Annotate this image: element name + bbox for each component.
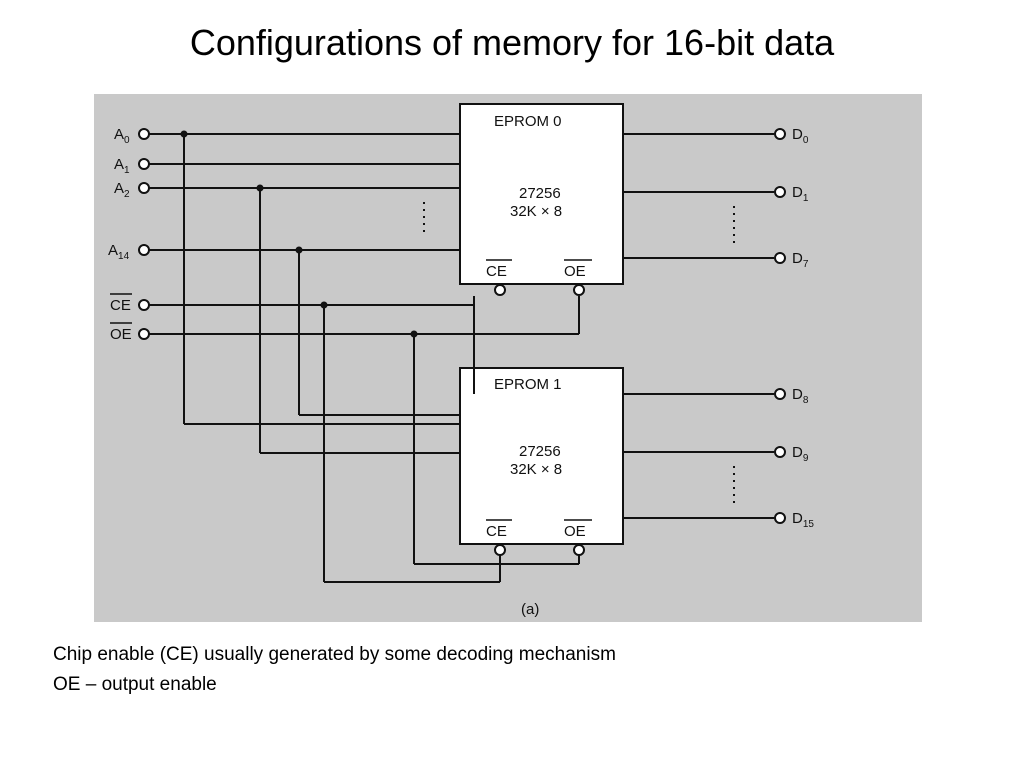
eprom-1-oe-label: OE [564,523,586,540]
a14-label: A14 [108,242,130,262]
slide-notes: Chip enable (CE) usually generated by so… [53,640,616,700]
eprom-1-chip [459,367,624,545]
eprom-0-chip [459,103,624,285]
eprom-1-size: 32K × 8 [510,461,562,478]
overbars [110,293,132,324]
note-chip-enable: Chip enable (CE) usually generated by so… [53,644,616,665]
a0-label: A0 [114,126,130,146]
oe-input-label: OE [110,326,132,343]
input-terminals [138,128,786,556]
d0-label: D0 [792,126,809,146]
eprom-1-ce-label: CE [486,523,507,540]
a2-label: A2 [114,180,130,200]
slide-title: Configurations of memory for 16-bit data [189,22,835,63]
eprom-1-part: 27256 [519,443,561,460]
eprom-1-name: EPROM 1 [494,376,562,393]
wiring [148,133,774,583]
d7-label: D7 [792,250,809,270]
ce-input-label: CE [110,297,131,314]
eprom-0-part: 27256 [519,185,561,202]
d8-label: D8 [792,386,809,406]
d15-label: D15 [792,510,814,530]
a1-label: A1 [114,156,130,176]
junction-dots [180,130,418,338]
figure-caption: (a) [521,601,539,618]
eprom-0-ce-label: CE [486,263,507,280]
eprom-0-oe-label: OE [564,263,586,280]
d9-label: D9 [792,444,809,464]
note-output-enable: OE – output enable [53,674,217,695]
memory-configuration-diagram: A0 A1 A2 A14 CE OE EPROM 0 27256 32K × 8… [94,94,922,622]
eprom-0-name: EPROM 0 [494,113,562,130]
eprom-0-size: 32K × 8 [510,203,562,220]
d1-label: D1 [792,184,809,204]
